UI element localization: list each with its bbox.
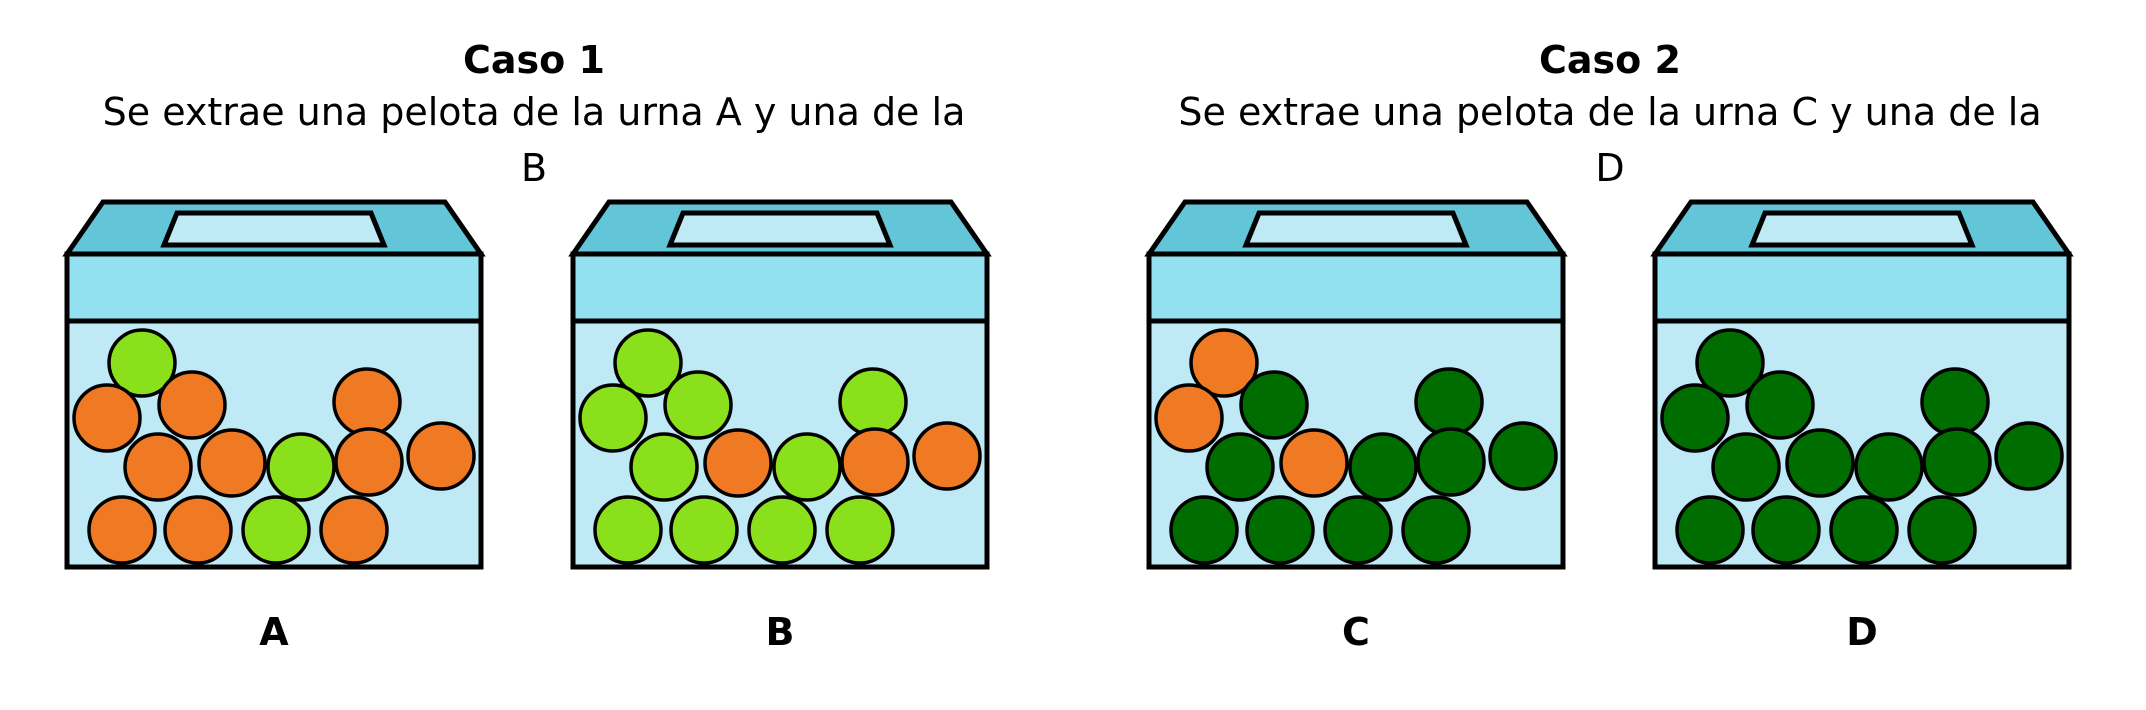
ball-orange (1279, 428, 1349, 498)
ball-orange (334, 427, 404, 497)
ball-orange (319, 495, 389, 565)
ball-light-green (663, 370, 733, 440)
case-1-subtitle: Se extrae una pelota de la urna A y una … (102, 90, 966, 190)
case-2-heading: Caso 2 Se extrae una pelota de la urna C… (1160, 36, 2060, 196)
ball-orange (406, 421, 476, 491)
urn-c: C (1144, 199, 1568, 654)
ball-dark-green (1348, 432, 1418, 502)
ball-dark-green (1416, 427, 1486, 497)
ball-orange (87, 495, 157, 565)
ball-light-green (241, 495, 311, 565)
urn-label: A (259, 610, 289, 654)
ball-light-green (613, 328, 683, 398)
case-1-heading: Caso 1 Se extrae una pelota de la urna A… (84, 36, 984, 196)
ball-dark-green (1414, 367, 1484, 437)
ball-dark-green (1675, 495, 1745, 565)
urn-label: D (1846, 610, 1878, 654)
ball-dark-green (1751, 495, 1821, 565)
ball-light-green (578, 383, 648, 453)
ball-dark-green (1745, 370, 1815, 440)
ball-orange (72, 383, 142, 453)
ball-dark-green (1711, 432, 1781, 502)
ball-dark-green (1907, 495, 1977, 565)
ball-orange (1189, 328, 1259, 398)
ball-orange (332, 367, 402, 437)
ball-light-green (629, 432, 699, 502)
urn-a: A (62, 199, 486, 654)
ball-dark-green (1323, 495, 1393, 565)
urn-slot (1242, 210, 1470, 248)
ball-dark-green (1922, 427, 1992, 497)
ball-light-green (107, 328, 177, 398)
ball-dark-green (1829, 495, 1899, 565)
urn-band (64, 251, 484, 324)
ball-orange (157, 370, 227, 440)
ball-orange (123, 432, 193, 502)
ball-dark-green (1785, 428, 1855, 498)
urn-b: B (568, 199, 992, 654)
ball-dark-green (1854, 432, 1924, 502)
urn-band (1146, 251, 1566, 324)
urn-slot (1748, 210, 1976, 248)
ball-light-green (593, 495, 663, 565)
urn-label: B (766, 610, 795, 654)
urn-label: C (1342, 610, 1370, 654)
ball-light-green (838, 367, 908, 437)
ball-dark-green (1488, 421, 1558, 491)
urn-d: D (1650, 199, 2074, 654)
ball-dark-green (1205, 432, 1275, 502)
ball-dark-green (1994, 421, 2064, 491)
ball-light-green (825, 495, 895, 565)
urn-slot (666, 210, 894, 248)
ball-dark-green (1401, 495, 1471, 565)
ball-orange (163, 495, 233, 565)
urn-band (1652, 251, 2072, 324)
ball-dark-green (1695, 328, 1765, 398)
ball-dark-green (1169, 495, 1239, 565)
ball-light-green (747, 495, 817, 565)
ball-light-green (266, 432, 336, 502)
ball-orange (840, 427, 910, 497)
ball-orange (912, 421, 982, 491)
ball-orange (703, 428, 773, 498)
ball-light-green (669, 495, 739, 565)
case-1-title: Caso 1 (463, 38, 605, 82)
urn-slot (160, 210, 388, 248)
ball-dark-green (1239, 370, 1309, 440)
ball-light-green (772, 432, 842, 502)
case-2-subtitle: Se extrae una pelota de la urna C y una … (1178, 90, 2042, 190)
ball-dark-green (1245, 495, 1315, 565)
case-2-title: Caso 2 (1539, 38, 1681, 82)
urn-band (570, 251, 990, 324)
ball-orange (197, 428, 267, 498)
ball-orange (1154, 383, 1224, 453)
ball-dark-green (1660, 383, 1730, 453)
ball-dark-green (1920, 367, 1990, 437)
